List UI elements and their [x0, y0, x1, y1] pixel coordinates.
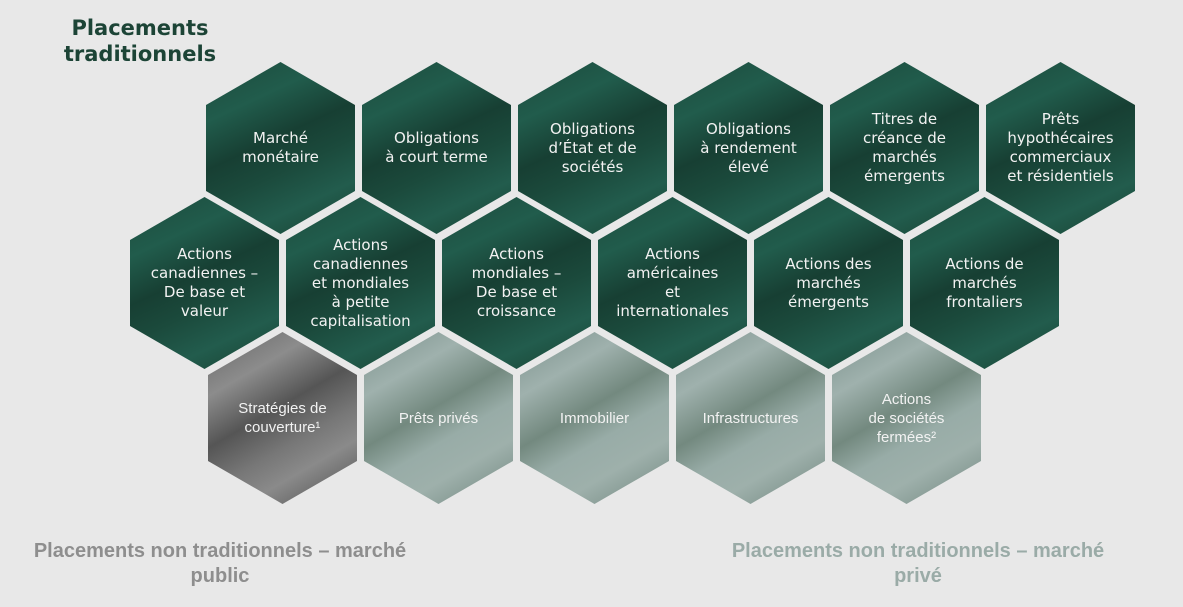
hex-label: Obligations à court terme — [385, 129, 488, 166]
title-public-market: Placements non traditionnels – marché pu… — [33, 540, 407, 587]
hex-label: Obligations d’État et de sociétés — [548, 119, 637, 176]
hex-label: Actions canadiennes – De base et valeur — [150, 245, 259, 320]
hex-label: Actions des marchés émergents — [785, 254, 872, 311]
hex-label: Actions américaines et internationales — [616, 245, 729, 320]
hex-govt-corp-bonds: Obligations d’État et de sociétés — [518, 62, 667, 234]
hex-label: Titres de créance de marchés émergents — [862, 110, 946, 185]
title-traditional: Placements traditionnels — [63, 16, 217, 66]
hex-money-market: Marché monétaire — [206, 62, 355, 234]
hex-label: Obligations à rendement élevé — [700, 119, 797, 176]
hex-private-loans: Prêts privés — [364, 332, 513, 504]
hex-label: Actions de sociétés fermées² — [868, 390, 945, 446]
hex-label: Actions canadiennes et mondiales à petit… — [310, 235, 411, 330]
hex-us-intl-equity: Actions américaines et internationales — [598, 197, 747, 369]
hex-label: Actions mondiales – De base et croissanc… — [471, 245, 562, 320]
hex-em-equity: Actions des marchés émergents — [754, 197, 903, 369]
hex-real-estate: Immobilier — [520, 332, 669, 504]
hex-private-equity: Actions de sociétés fermées² — [832, 332, 981, 504]
title-private-market: Placements non traditionnels – marché pr… — [731, 540, 1105, 587]
hex-label: Marché monétaire — [242, 129, 319, 166]
hex-global-equity: Actions mondiales – De base et croissanc… — [442, 197, 591, 369]
hex-mortgages: Prêts hypothécaires commerciaux et résid… — [986, 62, 1135, 234]
hex-high-yield-bonds: Obligations à rendement élevé — [674, 62, 823, 234]
hex-label: Prêts privés — [398, 409, 479, 427]
hex-canadian-equity: Actions canadiennes – De base et valeur — [130, 197, 279, 369]
hex-hedge-strategies: Stratégies de couverture¹ — [208, 332, 357, 504]
hex-label: Prêts hypothécaires commerciaux et résid… — [1007, 110, 1114, 185]
hex-infrastructure: Infrastructures — [676, 332, 825, 504]
hex-short-term-bonds: Obligations à court terme — [362, 62, 511, 234]
hex-label: Infrastructures — [702, 409, 799, 427]
hex-label: Stratégies de couverture¹ — [238, 400, 327, 436]
hex-label: Actions de marchés frontaliers — [945, 254, 1024, 311]
hex-small-cap-equity: Actions canadiennes et mondiales à petit… — [286, 197, 435, 369]
hex-frontier-equity: Actions de marchés frontaliers — [910, 197, 1059, 369]
hex-label: Immobilier — [559, 409, 630, 427]
hex-em-debt: Titres de créance de marchés émergents — [830, 62, 979, 234]
